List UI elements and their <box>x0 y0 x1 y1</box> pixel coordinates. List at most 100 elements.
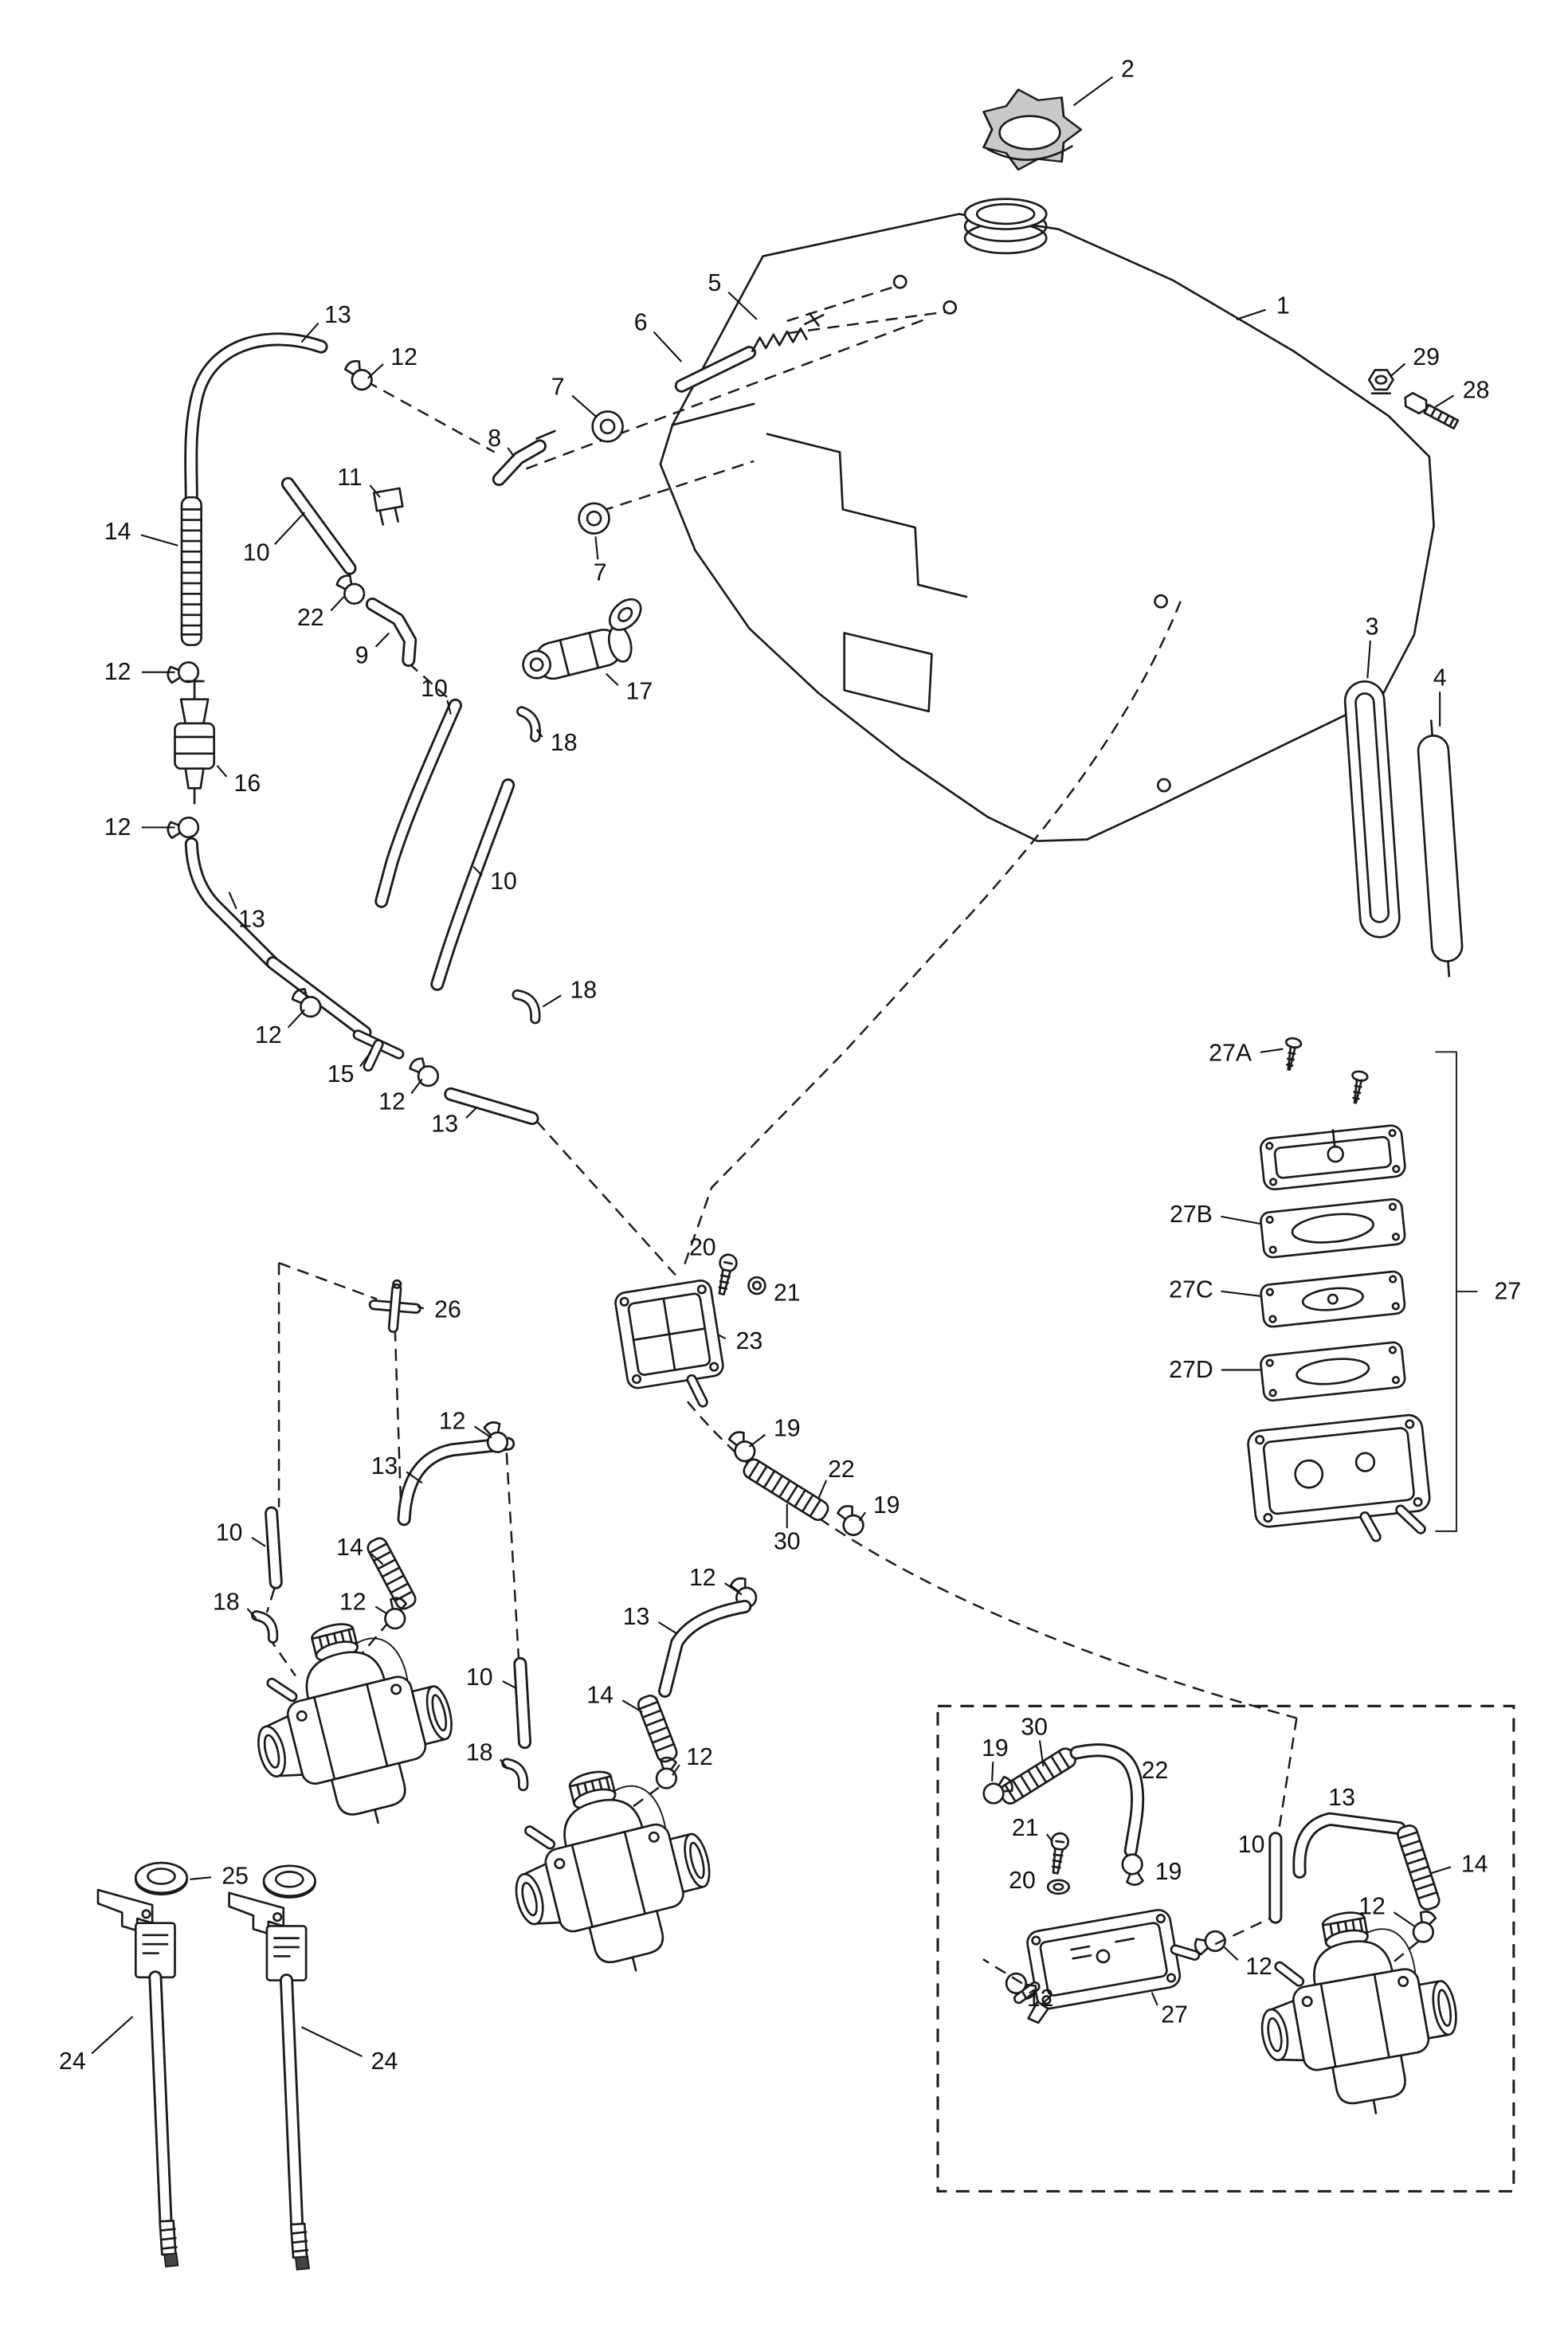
clip-11 <box>372 487 404 526</box>
part-label-27: 27 <box>1161 2002 1188 2028</box>
leader-line <box>727 292 758 320</box>
vent-tube-10-upper <box>280 476 357 575</box>
detail-inset <box>936 1704 1515 2193</box>
part-label-10: 10 <box>1238 1832 1265 1858</box>
leader-line <box>374 632 390 648</box>
leader-line <box>991 1762 994 1781</box>
part-label-18: 18 <box>570 977 597 1003</box>
group-bracket-27 <box>1435 1051 1478 1532</box>
leader-line <box>1434 394 1455 408</box>
leader-line <box>571 394 598 418</box>
part-label-27C: 27C <box>1169 1277 1213 1303</box>
part-label-12: 12 <box>689 1565 716 1591</box>
pump-gasket-27b <box>1260 1197 1406 1259</box>
leader-line <box>140 534 178 547</box>
leader-line <box>369 484 381 498</box>
fuel-pump-23 <box>614 1280 724 1408</box>
part-label-18: 18 <box>213 1589 240 1615</box>
pump-diaphragm-27c <box>1260 1270 1406 1328</box>
vent-tube-10-long-a <box>374 698 462 908</box>
leader-line <box>246 1608 257 1620</box>
part-label-12: 12 <box>1245 1954 1272 1980</box>
hose-elbow-18a <box>516 706 541 743</box>
leader-line <box>1221 1215 1261 1225</box>
fuel-cap <box>982 88 1083 171</box>
leader-line <box>605 672 619 686</box>
hose-elbow-18c <box>251 1610 279 1644</box>
leader-line <box>1430 1866 1452 1875</box>
part-label-15: 15 <box>327 1061 355 1088</box>
fuel-hose-13-to-tee <box>265 956 372 1040</box>
tee-fitting-26 <box>368 1279 421 1334</box>
part-label-21: 21 <box>774 1280 801 1307</box>
part-label-20: 20 <box>689 1235 716 1261</box>
leader-line <box>472 865 483 876</box>
leader-line <box>1390 363 1406 378</box>
leader-line <box>91 2016 134 2055</box>
part-label-7: 7 <box>551 374 565 401</box>
fuel-valve-nut-25 <box>134 1861 188 1896</box>
vent-hose-13-top-left <box>184 332 328 508</box>
part-label-12: 12 <box>686 1744 713 1770</box>
leader-line <box>658 1621 678 1635</box>
nut-29 <box>1367 369 1394 395</box>
leader-line <box>594 536 599 560</box>
hose-elbow-22-inset <box>1069 1743 1145 1858</box>
part-label-27D: 27D <box>1169 1357 1213 1383</box>
fuel-hose-13-inset <box>1292 1812 1406 1879</box>
leader-line <box>507 447 515 457</box>
elbow-pipe-9 <box>365 598 417 668</box>
vent-tube-10-long-b <box>430 778 515 991</box>
part-label-26: 26 <box>434 1296 461 1323</box>
part-label-10: 10 <box>421 676 448 702</box>
elbow-fitting-8 <box>492 429 556 487</box>
part-label-6: 6 <box>634 309 648 335</box>
part-label-12: 12 <box>255 1022 282 1048</box>
part-label-13: 13 <box>431 1111 458 1138</box>
part-label-13: 13 <box>371 1453 398 1480</box>
leader-line <box>301 2026 363 2058</box>
washer-21 <box>747 1276 766 1295</box>
pump-body <box>1247 1413 1431 1542</box>
leader-line <box>1038 1740 1045 1767</box>
leader-line <box>500 1758 509 1770</box>
grommet-7-upper <box>591 410 624 443</box>
vent-tube-10-left <box>265 1506 283 1589</box>
part-label-13: 13 <box>324 302 351 328</box>
leader-line <box>621 1699 643 1713</box>
part-label-4: 4 <box>1433 665 1447 692</box>
part-label-16: 16 <box>233 770 261 797</box>
ribbed-hose-14-inset <box>1397 1824 1441 1911</box>
part-label-10: 10 <box>216 1519 243 1546</box>
leader-line <box>672 1764 680 1776</box>
part-label-14: 14 <box>104 519 131 545</box>
fuel-valve-17 <box>522 598 642 680</box>
part-label-5: 5 <box>708 270 722 296</box>
fuel-hose-13-horizontal <box>444 1087 539 1126</box>
part-label-12: 12 <box>378 1088 406 1115</box>
leader-line <box>374 1605 388 1615</box>
part-label-25: 25 <box>221 1864 249 1890</box>
part-label-18: 18 <box>551 730 578 756</box>
leader-line <box>1221 1290 1261 1297</box>
part-label-10: 10 <box>466 1664 493 1691</box>
part-label-14: 14 <box>586 1683 613 1709</box>
tank-rail-3 <box>1343 680 1401 939</box>
leader-line <box>1151 1992 1158 2006</box>
leader-line <box>502 1680 516 1689</box>
hose-elbow-18b <box>512 989 541 1025</box>
leader-line <box>1366 640 1371 679</box>
part-label-9: 9 <box>355 642 369 668</box>
leader-line <box>817 1480 828 1499</box>
screw-and-spring-5-6 <box>674 312 825 393</box>
fuel-hose-13-mid <box>397 1436 515 1527</box>
part-label-20: 20 <box>1009 1868 1036 1894</box>
part-label-21: 21 <box>1012 1815 1039 1841</box>
leader-line <box>359 1051 372 1068</box>
fuel-hose-13-left <box>184 837 279 969</box>
leader-line <box>1223 1946 1239 1961</box>
tee-fitting-15 <box>352 1029 405 1072</box>
part-label-3: 3 <box>1366 613 1379 640</box>
part-label-19: 19 <box>873 1492 900 1519</box>
